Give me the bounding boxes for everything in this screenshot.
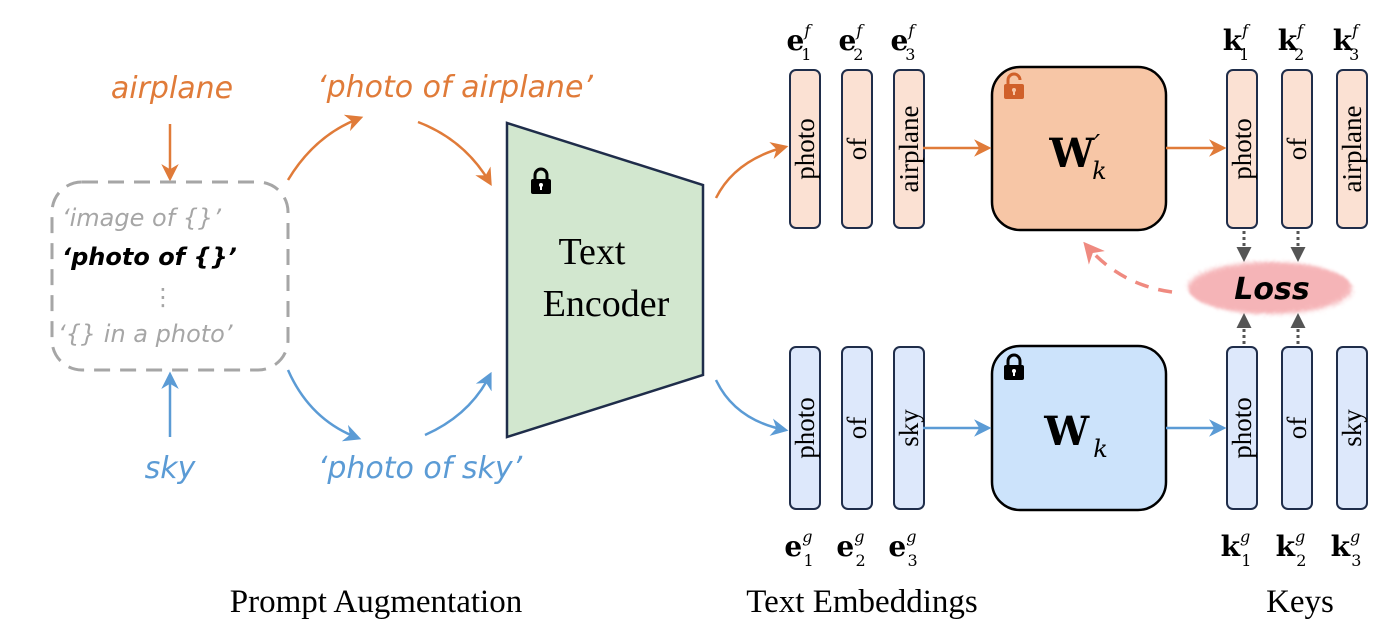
encoder-trapezoid (505, 121, 705, 439)
key-top-bar (1281, 69, 1313, 229)
template-item-selected: ‘photo of {}’ (62, 243, 237, 271)
template-box (50, 180, 290, 372)
template-ellipsis: ⋮ (151, 283, 175, 311)
template-item: ‘{} in a photo’ (58, 320, 233, 348)
token-label: of (1282, 417, 1312, 440)
prompt-bottom: ‘photo of sky’ (318, 451, 523, 486)
key-bottom-bar (1336, 346, 1368, 510)
token-label: airplane (894, 106, 924, 193)
encoder-label-line2: Encoder (543, 283, 670, 325)
lock-icon (531, 167, 551, 194)
arrow-encoder-to-embeddings-bottom (714, 379, 789, 436)
prompt-top: ‘photo of airplane’ (317, 70, 593, 105)
unlock-icon (1004, 72, 1024, 99)
source-word-airplane: airplane (111, 71, 233, 106)
embedding-bottom-bar (841, 346, 873, 510)
key-top-bar (1226, 69, 1258, 229)
w-prime-label: W′k (1048, 130, 1106, 185)
encoder-label-line1: Text (559, 231, 626, 273)
arrow-templates-to-prompt-top (286, 114, 364, 181)
prompt-augmentation: airplane ‘image of {}’ ‘photo of {}’ ⋮ ‘… (50, 70, 593, 486)
token-label: of (842, 138, 872, 161)
embedding-top-bar (789, 69, 821, 229)
embedding-bottom-bar (789, 346, 821, 510)
token-label: of (1282, 138, 1312, 161)
key-top-bar (1336, 69, 1368, 229)
token-label: sky (894, 409, 924, 447)
template-item: ‘image of {}’ (62, 204, 221, 232)
source-word-sky: sky (145, 451, 197, 486)
section-title-keys: Keys (1266, 584, 1334, 620)
key-bottom-bar (1281, 346, 1313, 510)
loss-gradient-arrow (1083, 241, 1173, 294)
token-label: photo (790, 118, 820, 180)
lock-icon (1004, 353, 1024, 380)
loss-blob (1188, 262, 1352, 314)
loss: Loss (1083, 231, 1352, 344)
key-bottom-bar (1226, 346, 1258, 510)
token-label: airplane (1337, 106, 1367, 193)
section-title-text-embeddings: Text Embeddings (746, 584, 977, 620)
token-label: photo (1227, 397, 1257, 459)
arrow-prompt-top-to-encoder (417, 120, 492, 187)
text-encoder: Text Encoder (505, 121, 789, 439)
arrow-prompt-bottom-to-encoder (424, 371, 492, 437)
token-label: photo (790, 397, 820, 459)
loss-label: Loss (1234, 272, 1309, 307)
token-label: of (842, 417, 872, 440)
projection-top: W′k (923, 65, 1227, 232)
arrow-templates-to-prompt-bottom (286, 369, 362, 442)
token-label: sky (1337, 409, 1367, 447)
embedding-top-bar (841, 69, 873, 229)
token-label: photo (1227, 118, 1257, 180)
arrow-encoder-to-embeddings-top (714, 142, 789, 199)
section-title-prompt-augmentation: Prompt Augmentation (230, 584, 522, 620)
